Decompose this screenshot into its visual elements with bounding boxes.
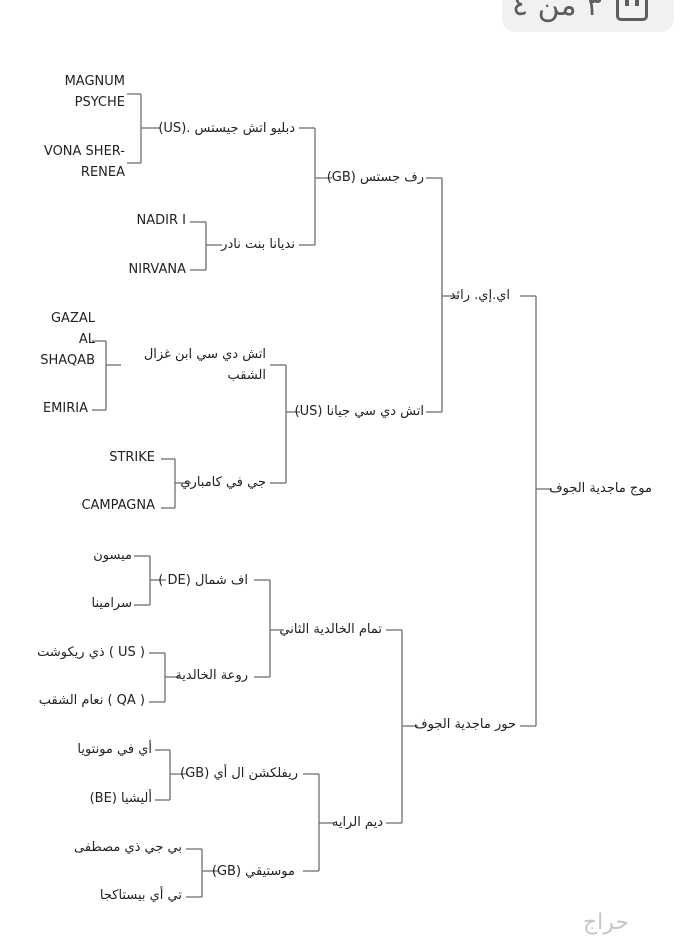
- dam-dam-name: ديم الرايه: [331, 815, 383, 830]
- gen4-15: بي جي ذي مصطفى: [74, 840, 182, 855]
- gen3-sd-d: جي في كامباري: [180, 475, 266, 490]
- gen3-ss-s: دبليو اتش جيستس .(US): [158, 121, 295, 136]
- gen4-7: STRIKE: [109, 450, 155, 465]
- gen4-16: تي أي بيستاكجا: [99, 888, 182, 903]
- gen3-ss-d: نديانا بنت نادر: [221, 237, 295, 252]
- gen4-10: سرامينا: [91, 596, 132, 611]
- dam-name: حور ماجدية الجوف: [414, 717, 516, 732]
- gen4-12: نعام الشقب ( QA ): [38, 693, 145, 708]
- gen3-ds-d: روعة الخالدية: [175, 668, 248, 683]
- gen4-1: MAGNUM PSYCHE: [64, 74, 125, 110]
- gen3-ds-s: اف شمال (DE ): [158, 573, 248, 588]
- watermark-logo: حراج: [582, 910, 630, 935]
- gen4-2: VONA SHER- RENEA: [43, 144, 125, 180]
- gen4-14: أليشيا (BE): [89, 791, 152, 806]
- gen4-13: أي في مونتويا: [77, 742, 152, 757]
- sire-name: اي.إي. رائد: [449, 288, 510, 303]
- gen3-dd-s: ريفلكشن ال أي (GB): [180, 766, 298, 781]
- gen4-5: GAZAL AL SHAQAB: [40, 311, 95, 368]
- gen4-8: CAMPAGNA: [81, 498, 155, 513]
- gen4-4: NIRVANA: [128, 262, 186, 277]
- sire-dam-name: اتش دي سي جيانا (US): [294, 404, 424, 419]
- document-icon: [616, 0, 648, 21]
- gen4-6: EMIRIA: [42, 401, 88, 416]
- subject-name: موج ماجدية الجوف: [549, 481, 652, 496]
- gen4-11: ذي ريكوشت ( US ): [37, 645, 145, 660]
- gen3-dd-d: موستيقي (GB): [211, 864, 295, 879]
- sire-sire-name: رف جستس (GB): [326, 170, 424, 185]
- dam-sire-name: تمام الخالدية الثاني: [279, 622, 382, 637]
- gen4-3: NADIR I: [136, 213, 186, 228]
- gen4-9: ميسون: [93, 548, 132, 563]
- gen3-sd-s-line1: اتش دي سي ابن غزال: [143, 347, 266, 362]
- gen3-sd-s-line2: الشقب: [227, 368, 266, 383]
- page-indicator-text: ٣ من ٤: [512, 0, 603, 23]
